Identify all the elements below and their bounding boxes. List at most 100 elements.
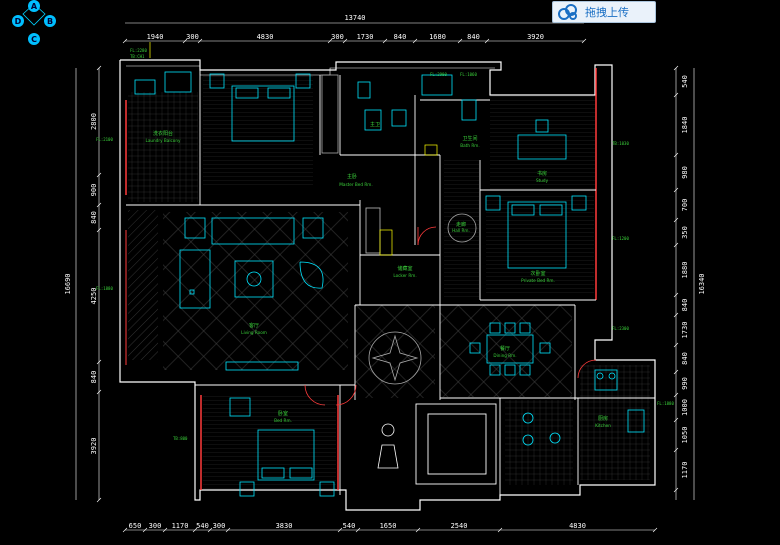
dim-right-segment: 1050 bbox=[681, 427, 689, 444]
dim-right-segment: 1840 bbox=[681, 117, 689, 134]
drag-upload-button[interactable]: 拖拽上传 bbox=[552, 1, 656, 23]
dim-bottom-segment: 1650 bbox=[380, 522, 397, 530]
room-label-second-bed-en: Private Bed Rm. bbox=[521, 278, 555, 283]
master-bed-icon bbox=[231, 85, 295, 142]
nav-node-top[interactable] bbox=[28, 0, 40, 12]
tag-6: FL:1060 bbox=[460, 72, 477, 77]
nav-node-left[interactable] bbox=[12, 15, 24, 27]
dim-top-segment: 1730 bbox=[357, 33, 374, 41]
room-label-dining: 餐厅 bbox=[500, 345, 510, 352]
dim-bottom-segment: 2540 bbox=[451, 522, 468, 530]
room-label-study: 书房 bbox=[537, 170, 547, 177]
tag-4: FL:1880 bbox=[96, 286, 113, 291]
dim-left-segment: 900 bbox=[90, 184, 98, 197]
dim-right-segment: 1000 bbox=[681, 399, 689, 416]
room-label-second-bed: 次卧室 bbox=[530, 270, 545, 277]
dim-top-segment: 1680 bbox=[429, 33, 446, 41]
tag-11: FL:1880 bbox=[657, 401, 674, 406]
furniture bbox=[134, 71, 645, 497]
room-label-bath-en: Bath Rm. bbox=[460, 143, 479, 148]
dim-right-segment: 540 bbox=[681, 75, 689, 88]
sofa-icon bbox=[211, 217, 295, 245]
dim-top-segment: 300 bbox=[331, 33, 344, 41]
tag-9: FL:2300 bbox=[612, 326, 629, 331]
dim-right-segment: 840 bbox=[681, 352, 689, 365]
nav-label-right: B bbox=[47, 17, 53, 26]
dim-right-segment: 700 bbox=[681, 199, 689, 212]
room-label-locker: 储藏室 bbox=[397, 265, 412, 272]
dim-top-segment: 300 bbox=[186, 33, 199, 41]
dim-bottom-segment: 650 bbox=[129, 522, 142, 530]
room-label-hall: 走廊 bbox=[456, 221, 466, 228]
cloud-link-icon bbox=[558, 4, 577, 20]
nav-label-left: D bbox=[15, 17, 22, 26]
tag-3: FL:2100 bbox=[96, 137, 113, 142]
nav-label-top: A bbox=[31, 2, 38, 11]
tag-10: TB:800 bbox=[173, 436, 188, 441]
dim-right-segment: 1170 bbox=[681, 462, 689, 479]
tag-8: FL:1200 bbox=[612, 236, 629, 241]
room-label-study-en: Study bbox=[536, 178, 549, 183]
room-labels: 洗衣阳台 Laundry Balcony 主卧 Master Bed Rm. 主… bbox=[146, 121, 612, 428]
dim-left-segment: 840 bbox=[90, 371, 98, 384]
dim-top-segment: 3920 bbox=[527, 33, 544, 41]
dim-bottom-segment: 3830 bbox=[276, 522, 293, 530]
nav-label-bottom: C bbox=[31, 35, 37, 44]
dimension-lines bbox=[75, 22, 695, 533]
view-nav-cube[interactable]: A D B C bbox=[12, 0, 56, 45]
dim-bottom-segment: 4830 bbox=[569, 522, 586, 530]
elevation-tags: FL:2280 TB:CH1 FL:2100 FL:1880 FL:2900 F… bbox=[96, 48, 674, 441]
dim-right-segment: 980 bbox=[681, 166, 689, 179]
coffee-table-icon bbox=[234, 260, 274, 298]
interior-walls bbox=[126, 70, 655, 495]
room-label-laundry: 洗衣阳台 bbox=[153, 130, 173, 137]
doors bbox=[304, 226, 597, 406]
room-label-bedroom: 卧室 bbox=[278, 410, 288, 417]
room-label-bath: 卫生间 bbox=[462, 135, 477, 142]
room-label-laundry-en: Laundry Balcony bbox=[146, 138, 182, 143]
dim-top-segment: 1940 bbox=[147, 33, 164, 41]
dim-top-total: 13740 bbox=[344, 14, 365, 22]
person-figure-icon bbox=[377, 423, 399, 469]
room-label-master-en: Master Bed Rm. bbox=[339, 182, 372, 187]
tag-1: FL:2280 bbox=[130, 48, 147, 53]
room-label-master-bath: 主卫 bbox=[370, 121, 380, 128]
dim-top-segment: 840 bbox=[394, 33, 407, 41]
room-label-kitchen: 厨房 bbox=[598, 415, 608, 422]
dim-right-segment: 1880 bbox=[681, 262, 689, 279]
dim-top-segment: 4830 bbox=[257, 33, 274, 41]
room-label-dining-en: Dining Rm. bbox=[493, 353, 516, 358]
tag-5: FL:2900 bbox=[430, 72, 447, 77]
dim-left-segment: 3920 bbox=[90, 438, 98, 455]
accent-fixtures bbox=[149, 42, 438, 256]
dim-bottom-segment: 1170 bbox=[172, 522, 189, 530]
dim-left-segment: 840 bbox=[90, 211, 98, 224]
dim-right-segment: 840 bbox=[681, 299, 689, 312]
dim-left-total: 16690 bbox=[64, 273, 72, 294]
bedroom-bed-icon bbox=[257, 429, 315, 481]
nav-node-bottom[interactable] bbox=[28, 33, 40, 45]
nav-node-right[interactable] bbox=[44, 15, 56, 27]
dim-left-segment: 4250 bbox=[90, 288, 98, 305]
dim-left-segment: 2800 bbox=[90, 113, 98, 130]
dim-bottom-segment: 300 bbox=[149, 522, 162, 530]
room-label-locker-en: Locker Rm. bbox=[393, 273, 416, 278]
study-desk-icon bbox=[517, 134, 567, 160]
room-label-living-en: Living Room bbox=[241, 330, 267, 335]
dim-bottom-segment: 540 bbox=[343, 522, 356, 530]
exterior-walls bbox=[119, 59, 656, 511]
dim-right-segment: 350 bbox=[681, 226, 689, 239]
room-floors bbox=[128, 75, 650, 490]
dim-right-segment: 1730 bbox=[681, 322, 689, 339]
second-bed-icon bbox=[507, 201, 567, 269]
room-label-master: 主卧 bbox=[347, 173, 357, 180]
tag-2: TB:CH1 bbox=[130, 54, 145, 59]
tag-7: TB:1030 bbox=[612, 141, 629, 146]
dining-table-icon bbox=[486, 334, 534, 364]
dim-right-total: 16340 bbox=[698, 273, 706, 294]
dim-bottom-segment: 540 bbox=[196, 522, 209, 530]
dim-top-segment: 840 bbox=[467, 33, 480, 41]
room-label-living: 客厅 bbox=[249, 322, 259, 329]
dim-bottom-segment: 300 bbox=[213, 522, 226, 530]
